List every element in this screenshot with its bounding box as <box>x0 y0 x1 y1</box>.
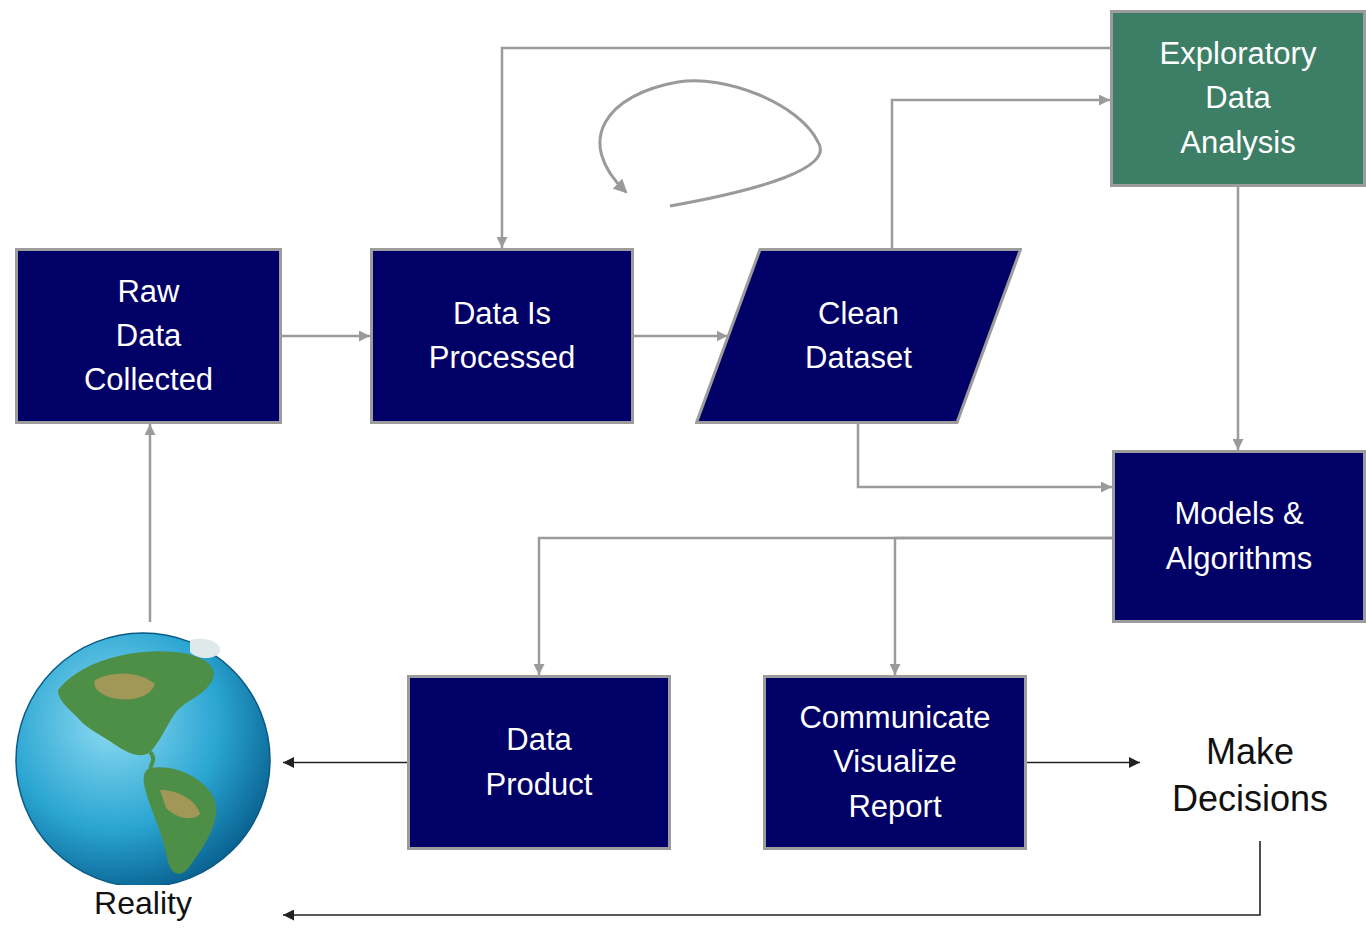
node-label: Data Product <box>486 718 593 806</box>
flow-arrow <box>1237 187 1240 450</box>
flow-arrow <box>892 100 1110 248</box>
flow-arrow <box>1027 762 1140 764</box>
node-label: Raw Data Collected <box>84 270 213 402</box>
node-label: Clean Dataset <box>805 292 912 380</box>
data-parallelogram: Clean Dataset <box>695 248 1022 424</box>
node-label: Models & Algorithms <box>1144 492 1334 580</box>
process-box: Data Product <box>407 675 671 850</box>
globe-node: Reality <box>3 622 283 922</box>
flow-arrow <box>895 538 1112 675</box>
node-label: Reality <box>90 885 196 922</box>
globe-picture <box>16 633 270 887</box>
cycle-arrow <box>600 81 820 206</box>
node-label: Communicate Visualize Report <box>799 696 990 828</box>
flow-arrow <box>149 424 152 622</box>
node-label: Data Is Processed <box>429 292 575 380</box>
node-label: Exploratory Data Analysis <box>1160 32 1317 164</box>
parallelogram-shape <box>697 250 1021 423</box>
flow-arrow <box>634 335 728 338</box>
flow-arrow <box>283 762 407 764</box>
flow-arrow <box>283 841 1260 915</box>
flow-arrow <box>539 538 1112 675</box>
decision-text-node: Make Decisions <box>1140 715 1360 837</box>
analysis-box: Exploratory Data Analysis <box>1110 10 1366 187</box>
node-label: Make Decisions <box>1172 729 1328 823</box>
parallelogram-outline <box>695 248 1022 424</box>
flow-arrow <box>858 424 1112 487</box>
process-box: Communicate Visualize Report <box>763 675 1027 850</box>
flow-arrow <box>502 48 1110 248</box>
process-box: Data Is Processed <box>370 248 634 424</box>
flow-arrow <box>282 335 370 338</box>
process-box: Models & Algorithms <box>1112 450 1366 623</box>
process-box: Raw Data Collected <box>15 248 282 424</box>
